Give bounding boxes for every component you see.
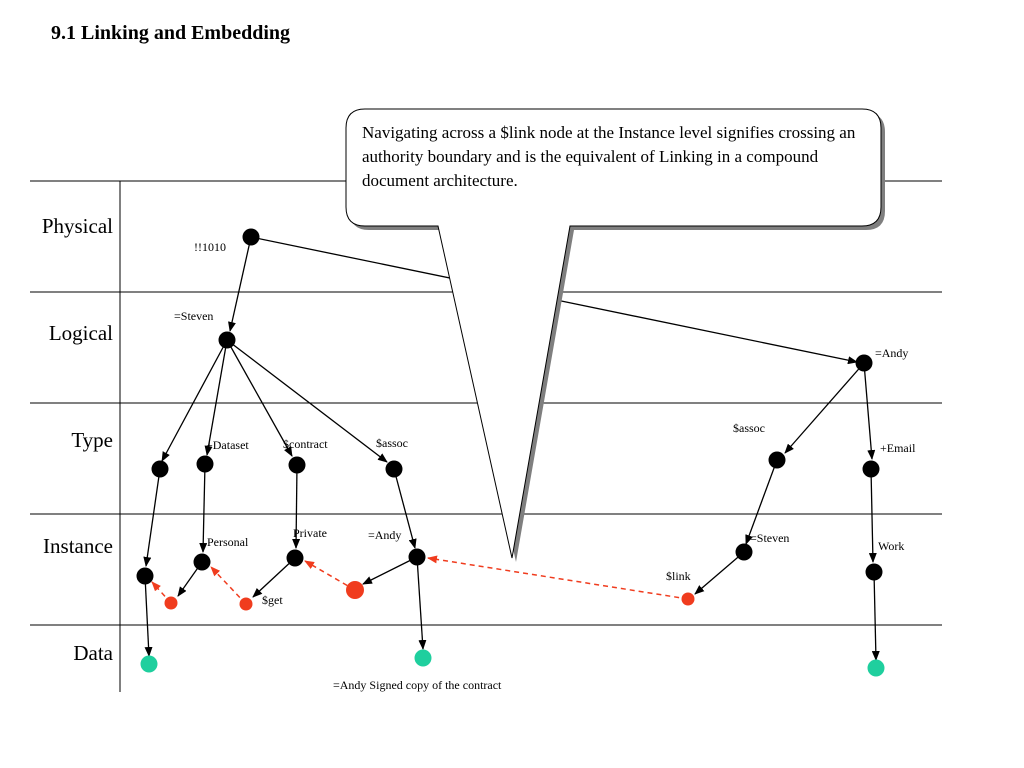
node-instance-unnamed — [136, 567, 154, 585]
edge — [871, 571, 880, 661]
edge — [745, 459, 778, 545]
edge — [161, 339, 228, 462]
edge — [416, 556, 427, 650]
edge — [199, 463, 208, 553]
label-assoc-left: $assoc — [376, 436, 408, 450]
label-andy-logical: =Andy — [875, 346, 908, 360]
node-steven-logical — [218, 331, 236, 349]
callout-text: Navigating across a $link node at the In… — [362, 123, 856, 190]
ref-node-get — [239, 597, 253, 611]
edge — [863, 362, 876, 460]
node-dataset — [196, 455, 214, 473]
node-private — [286, 549, 304, 567]
label-steven-instance: =Steven — [750, 531, 789, 545]
node-assoc-right — [768, 451, 786, 469]
edge — [362, 556, 418, 585]
edge — [204, 339, 228, 456]
node-type-unnamed — [151, 460, 169, 478]
edge — [694, 551, 745, 595]
edge — [252, 557, 296, 598]
callout-bubble — [345, 108, 882, 559]
node-assoc-left — [385, 460, 403, 478]
dashed-link — [210, 566, 247, 605]
node-labels: !!1010 =Steven =Andy +Dataset $contract … — [174, 240, 916, 692]
row-label-logical: Logical — [49, 321, 113, 345]
data-caption: =Andy Signed copy of the contract — [333, 678, 502, 692]
row-label-instance: Instance — [43, 534, 113, 558]
data-nodes — [140, 649, 885, 677]
row-label-type: Type — [71, 428, 113, 452]
dashed-link — [427, 555, 689, 600]
row-label-physical: Physical — [42, 214, 113, 238]
label-email: +Email — [880, 441, 916, 455]
label-assoc-right: $assoc — [733, 421, 765, 435]
node-email — [862, 460, 880, 478]
edge — [226, 339, 293, 457]
label-private: Private — [293, 526, 327, 540]
row-label-data: Data — [73, 641, 113, 665]
label-personal: Personal — [207, 535, 249, 549]
nodes — [136, 228, 883, 585]
label-work: Work — [878, 539, 904, 553]
edge — [292, 464, 301, 549]
label-steven: =Steven — [174, 309, 213, 323]
ref-node — [164, 596, 178, 610]
edge — [143, 468, 161, 567]
edge — [784, 362, 865, 454]
label-contract: $contract — [283, 437, 328, 451]
data-node — [867, 659, 885, 677]
node-personal — [193, 553, 211, 571]
label-andy-instance: =Andy — [368, 528, 401, 542]
edge — [144, 575, 153, 657]
node-andy-logical — [855, 354, 873, 372]
dashed-link — [304, 560, 356, 591]
node-andy-instance — [408, 548, 426, 566]
edge — [228, 236, 252, 332]
data-node-signed-contract — [414, 649, 432, 667]
node-1010 — [242, 228, 260, 246]
node-steven-instance — [735, 543, 753, 561]
label-get: $get — [262, 593, 283, 607]
data-node — [140, 655, 158, 673]
page-title: 9.1 Linking and Embedding — [51, 22, 290, 44]
label-link: $link — [666, 569, 691, 583]
label-dataset: +Dataset — [206, 438, 249, 452]
reference-nodes — [164, 581, 695, 611]
ref-node-link — [681, 592, 695, 606]
ref-node — [346, 581, 364, 599]
edge — [868, 468, 877, 563]
node-work — [865, 563, 883, 581]
node-contract — [288, 456, 306, 474]
label-1010: !!1010 — [194, 240, 226, 254]
edge — [393, 468, 417, 549]
edge — [226, 339, 388, 463]
